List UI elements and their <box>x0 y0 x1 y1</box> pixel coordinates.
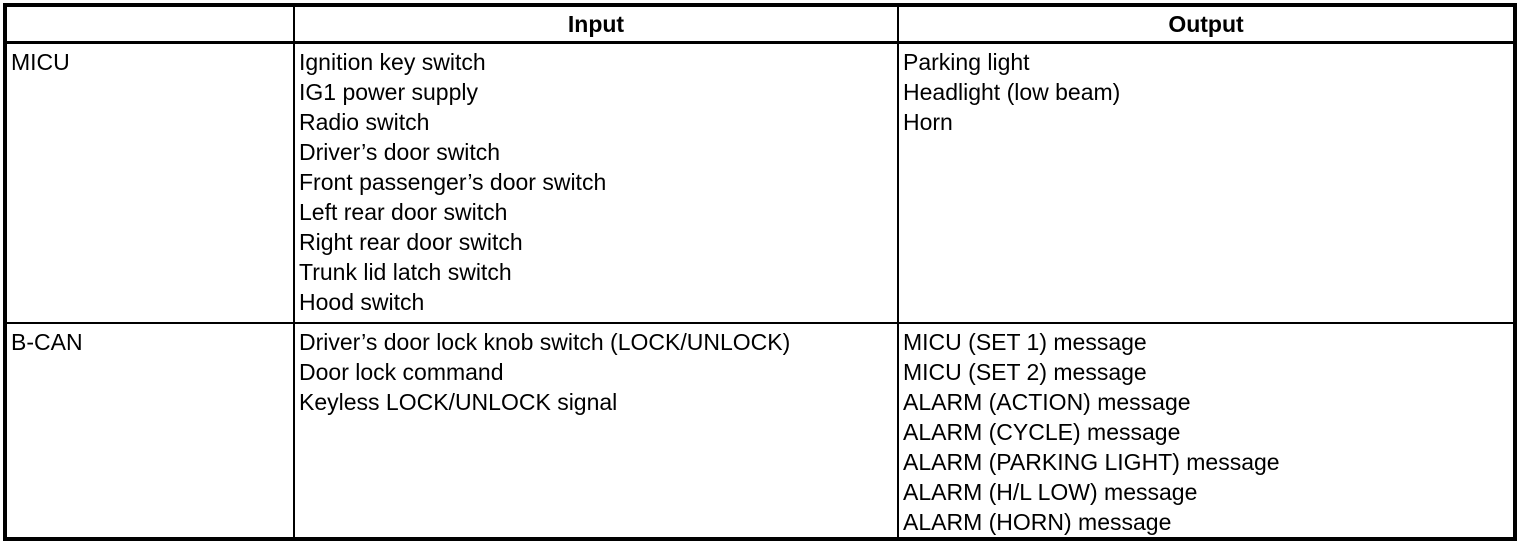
cell-line: MICU (SET 2) message <box>903 359 1147 385</box>
cell-line: Radio switch <box>299 109 430 135</box>
header-cell-output: Output <box>899 7 1513 44</box>
cell-line: ALARM (H/L LOW) message <box>903 479 1198 505</box>
cell-line: Driver’s door switch <box>299 139 501 165</box>
cell-line: Trunk lid latch switch <box>299 259 512 285</box>
cell-line: ALARM (HORN) message <box>903 509 1172 535</box>
cell-line: ALARM (PARKING LIGHT) message <box>903 449 1280 475</box>
cell-line: Right rear door switch <box>299 229 523 255</box>
cell-line: Left rear door switch <box>299 199 508 225</box>
cell-line: Ignition key switch <box>299 49 486 75</box>
cell-line: IG1 power supply <box>299 79 478 105</box>
cell-line: Keyless LOCK/UNLOCK signal <box>299 389 618 415</box>
cell-line: Horn <box>903 109 953 135</box>
cell-line: Door lock command <box>299 359 504 385</box>
header-cell-unit <box>7 7 295 44</box>
cell-line: Parking light <box>903 49 1030 75</box>
header-cell-input: Input <box>295 7 899 44</box>
row-micu-label: MICU <box>7 44 295 324</box>
cell-line: Driver’s door lock knob switch (LOCK/UNL… <box>299 329 791 355</box>
row-bcan-inputs: Driver’s door lock knob switch (LOCK/UNL… <box>295 324 899 537</box>
cell-line: Hood switch <box>299 289 425 315</box>
row-bcan-label: B-CAN <box>7 324 295 537</box>
cell-line: Front passenger’s door switch <box>299 169 607 195</box>
cell-line: ALARM (CYCLE) message <box>903 419 1181 445</box>
cell-line: Headlight (low beam) <box>903 79 1121 105</box>
cell-line: MICU (SET 1) message <box>903 329 1147 355</box>
cell-line: ALARM (ACTION) message <box>903 389 1191 415</box>
